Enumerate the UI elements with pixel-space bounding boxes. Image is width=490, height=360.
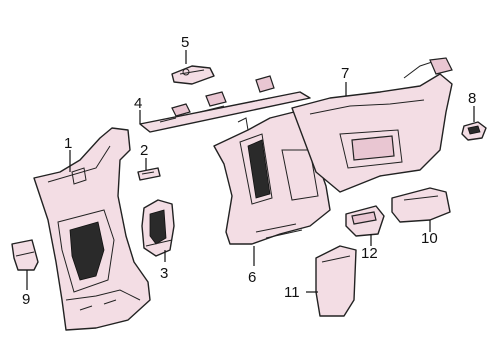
callout-12: 12 <box>361 245 378 262</box>
part-11-trim-plate <box>315 245 357 317</box>
callout-9: 9 <box>22 291 30 308</box>
part-4-sill-strip <box>139 75 311 133</box>
part-10-side-cover <box>391 187 451 223</box>
part-2-clip <box>137 167 161 181</box>
callout-8: 8 <box>468 90 476 107</box>
part-1-pillar-trim <box>33 127 151 331</box>
part-12-cover <box>345 205 385 237</box>
callout-4: 4 <box>134 95 142 112</box>
callout-11: 11 <box>284 284 300 301</box>
callout-labels: 1 2 3 4 5 6 7 8 9 10 11 12 <box>22 34 476 308</box>
part-6-quarter-trim <box>213 111 331 245</box>
callout-3: 3 <box>160 265 168 282</box>
callout-7: 7 <box>341 65 349 82</box>
part-8-cap <box>461 121 487 141</box>
part-7-rear-quarter-trim <box>291 57 453 193</box>
callout-5: 5 <box>181 34 189 51</box>
callout-10: 10 <box>421 230 438 247</box>
callout-2: 2 <box>140 142 148 159</box>
part-9-trim-piece <box>11 239 39 271</box>
part-3-belt-guide <box>141 199 175 257</box>
callout-6: 6 <box>248 269 256 286</box>
leader-lines <box>26 50 475 293</box>
part-5-clip-strip <box>171 65 215 85</box>
callout-1: 1 <box>64 135 72 152</box>
